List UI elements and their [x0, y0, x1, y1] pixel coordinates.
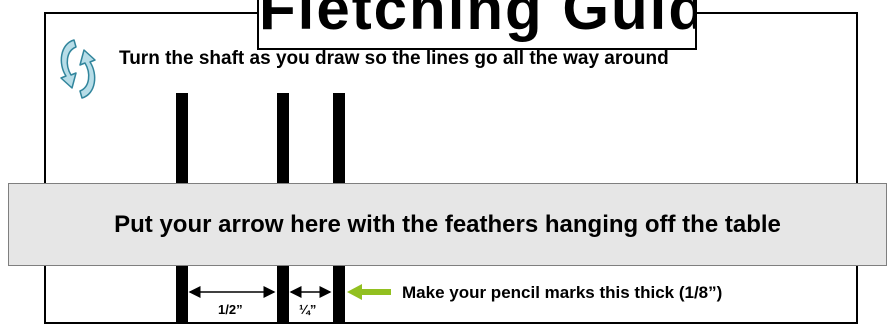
placement-banner: Put your arrow here with the feathers ha… [8, 183, 887, 266]
title-box: Fletching Guide [257, 0, 697, 50]
quarter-inch-label: ¼” [299, 302, 317, 317]
green-left-arrow-icon [347, 284, 391, 300]
instruction-text: Turn the shaft as you draw so the lines … [119, 48, 669, 69]
pencil-mark-note: Make your pencil marks this thick (1/8”) [402, 283, 723, 302]
half-inch-label: 1/2” [218, 302, 243, 317]
banner-text: Put your arrow here with the feathers ha… [114, 210, 781, 238]
rotate-arrows-icon [60, 39, 96, 99]
page-title: Fletching Guide [259, 0, 697, 42]
